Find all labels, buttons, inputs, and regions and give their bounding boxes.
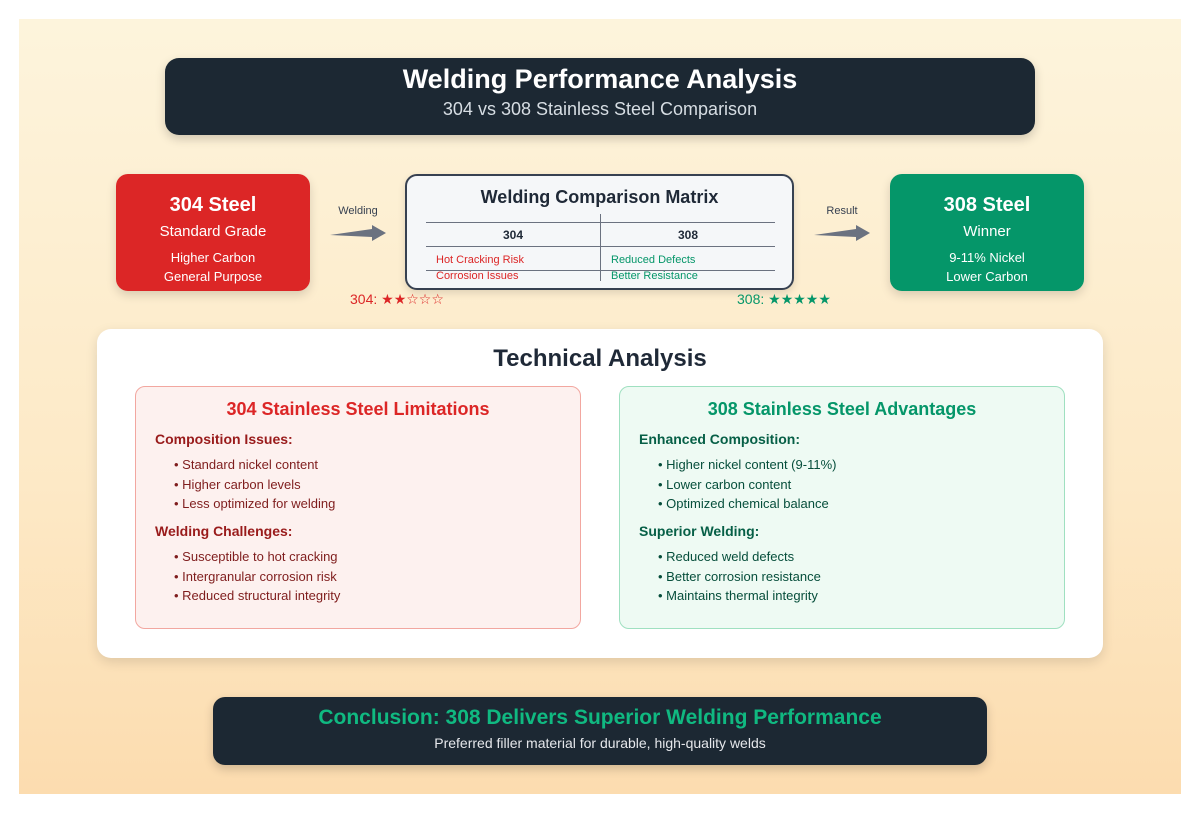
list-item: Reduced weld defects (658, 547, 821, 567)
comparison-matrix: Welding Comparison Matrix 304 308 Hot Cr… (405, 174, 794, 290)
limitations-title: 304 Stainless Steel Limitations (226, 399, 490, 419)
welding-arrow: Welding (328, 205, 388, 245)
matrix-col-304: 304 (502, 228, 524, 242)
header-banner: Welding Performance Analysis 304 vs 308 … (165, 58, 1035, 135)
arrow-right-icon (814, 225, 870, 241)
rating-304: 304: ★★☆☆☆ (350, 291, 444, 307)
matrix-divider-vertical (600, 214, 601, 281)
list-item: Reduced structural integrity (174, 586, 340, 606)
matrix-cell-308-row2: Better Resistance (611, 270, 698, 282)
result-arrow: Result (812, 205, 872, 245)
welding-arrow-label: Welding (338, 205, 378, 217)
steel-308-grade: Winner (963, 223, 1011, 240)
matrix-cell-308-row1: Reduced Defects (611, 254, 696, 266)
list-item: Less optimized for welding (174, 494, 335, 514)
technical-analysis-card: Technical Analysis 304 Stainless Steel L… (97, 329, 1103, 658)
list-item: Standard nickel content (174, 455, 335, 475)
list-item: Maintains thermal integrity (658, 586, 821, 606)
enhanced-composition-heading: Enhanced Composition: (639, 431, 800, 447)
result-arrow-label: Result (826, 205, 858, 217)
matrix-title: Welding Comparison Matrix (480, 187, 719, 207)
list-item: Higher carbon levels (174, 475, 335, 495)
list-item: Optimized chemical balance (658, 494, 836, 514)
matrix-col-308: 308 (677, 228, 699, 242)
conclusion-subtitle: Preferred filler material for durable, h… (434, 735, 766, 751)
steel-304-name: 304 Steel (169, 194, 257, 216)
advantages-panel: 308 Stainless Steel Advantages Enhanced … (619, 386, 1065, 629)
arrow-right-icon (330, 225, 386, 241)
composition-issues-list: Standard nickel content Higher carbon le… (174, 455, 335, 514)
steel-308-line1: 9-11% Nickel (949, 250, 1025, 265)
list-item: Lower carbon content (658, 475, 836, 495)
superior-welding-heading: Superior Welding: (639, 523, 760, 539)
page-subtitle: 304 vs 308 Stainless Steel Comparison (442, 99, 758, 119)
welding-challenges-heading: Welding Challenges: (155, 523, 293, 539)
limitations-panel: 304 Stainless Steel Limitations Composit… (135, 386, 581, 629)
steel-304-line1: Higher Carbon (170, 250, 256, 265)
analysis-title: Technical Analysis (493, 345, 707, 372)
list-item: Susceptible to hot cracking (174, 547, 340, 567)
composition-issues-heading: Composition Issues: (155, 431, 293, 447)
steel-304-card: 304 Steel Standard Grade Higher Carbon G… (116, 174, 310, 291)
steel-308-card: 308 Steel Winner 9-11% Nickel Lower Carb… (890, 174, 1084, 291)
list-item: Higher nickel content (9-11%) (658, 455, 836, 475)
welding-challenges-list: Susceptible to hot cracking Intergranula… (174, 547, 340, 606)
matrix-cell-304-row2: Corrosion Issues (436, 270, 519, 282)
matrix-cell-304-row1: Hot Cracking Risk (436, 254, 525, 266)
advantages-title: 308 Stainless Steel Advantages (707, 399, 977, 419)
conclusion-banner: Conclusion: 308 Delivers Superior Weldin… (213, 697, 987, 765)
steel-304-grade: Standard Grade (159, 223, 267, 240)
page-title: Welding Performance Analysis (402, 64, 798, 94)
steel-304-line2: General Purpose (163, 269, 263, 284)
enhanced-composition-list: Higher nickel content (9-11%) Lower carb… (658, 455, 836, 514)
conclusion-title: Conclusion: 308 Delivers Superior Weldin… (318, 706, 882, 729)
superior-welding-list: Reduced weld defects Better corrosion re… (658, 547, 821, 606)
steel-308-line2: Lower Carbon (946, 269, 1028, 284)
list-item: Intergranular corrosion risk (174, 567, 340, 587)
list-item: Better corrosion resistance (658, 567, 821, 587)
infographic-canvas: Welding Performance Analysis 304 vs 308 … (19, 19, 1181, 794)
steel-308-name: 308 Steel (943, 194, 1031, 216)
rating-308: 308: ★★★★★ (737, 291, 831, 307)
